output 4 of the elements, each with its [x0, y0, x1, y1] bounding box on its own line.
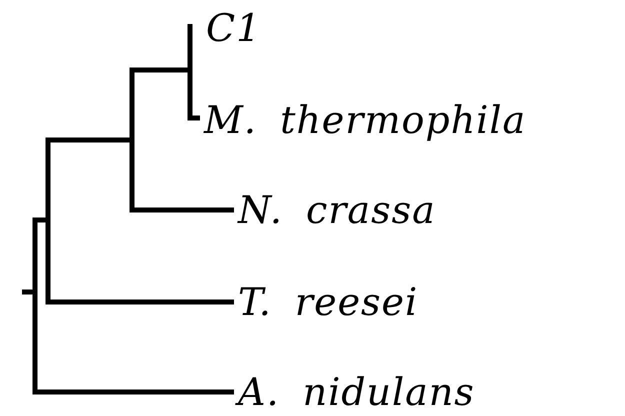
species-label: M. thermophila	[204, 97, 526, 143]
species-label: T. reesei	[238, 279, 418, 325]
species-label: N. crassa	[238, 187, 436, 233]
species-label: C1	[206, 5, 262, 51]
